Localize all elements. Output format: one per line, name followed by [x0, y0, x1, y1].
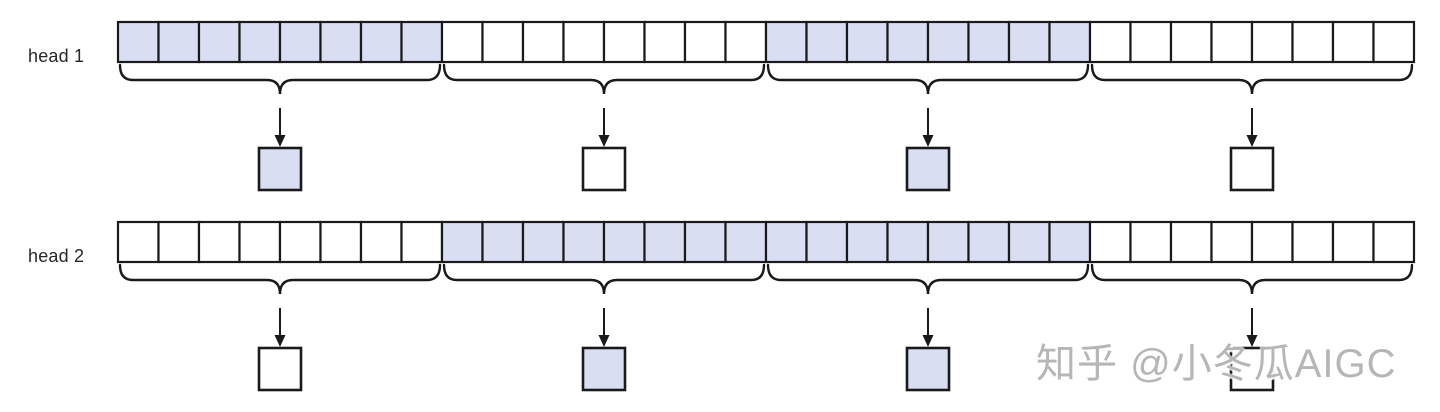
head-2-cell-29-empty — [1250, 220, 1294, 264]
head-2-cell-15-filled — [683, 220, 727, 264]
head-1-output-3-filled — [905, 146, 951, 192]
head-2-cell-14-filled — [643, 220, 687, 264]
head-2-cell-20-filled — [886, 220, 930, 264]
head-1-cell-27-empty — [1169, 20, 1213, 64]
head-2-group-4-arrowhead-icon — [1246, 335, 1258, 347]
head-2-cell-7-empty — [359, 220, 403, 264]
head-1-cell-7-filled — [359, 20, 403, 64]
head-1-cell-2-filled — [157, 20, 201, 64]
head-1-group-3-arrowhead-icon — [922, 135, 934, 147]
head-2-cell-31-empty — [1331, 220, 1375, 264]
head-2-cell-23-filled — [1007, 220, 1051, 264]
head-1-output-1-filled — [257, 146, 303, 192]
head-2-cell-21-filled — [926, 220, 970, 264]
head-1-cell-6-filled — [319, 20, 363, 64]
head-1-cell-15-empty — [683, 20, 727, 64]
head-2-group-2-arrowhead-icon — [598, 335, 610, 347]
head-1-cell-28-empty — [1210, 20, 1254, 64]
head-2-cell-22-filled — [967, 220, 1011, 264]
head-1-group-2-brace — [442, 63, 766, 95]
head-1-cell-13-empty — [602, 20, 646, 64]
head-1-cell-25-empty — [1088, 20, 1132, 64]
head-1-cell-23-filled — [1007, 20, 1051, 64]
head-1-cell-8-filled — [400, 20, 444, 64]
head-1-cell-12-empty — [562, 20, 606, 64]
head-2-output-1-empty — [257, 346, 303, 392]
head-2-cell-16-filled — [724, 220, 768, 264]
head-2-output-3-filled — [905, 346, 951, 392]
head-2-cell-26-empty — [1129, 220, 1173, 264]
head-2-cell-2-empty — [157, 220, 201, 264]
head-2-cell-1-empty — [116, 220, 160, 264]
head-2-output-2-filled — [581, 346, 627, 392]
head-1-cell-1-filled — [116, 20, 160, 64]
head-1-cell-29-empty — [1250, 20, 1294, 64]
head-1-cell-31-empty — [1331, 20, 1375, 64]
head-2-label: head 2 — [28, 246, 85, 266]
head-1-cell-22-filled — [967, 20, 1011, 64]
head-1-output-4-empty — [1229, 146, 1275, 192]
head-2-cell-6-empty — [319, 220, 363, 264]
head-2-cell-8-empty — [400, 220, 444, 264]
head-2-cell-27-empty — [1169, 220, 1213, 264]
head-2-cell-3-empty — [197, 220, 241, 264]
head-2-cell-10-filled — [481, 220, 525, 264]
head-2-group-4-brace — [1090, 263, 1414, 295]
head-1-cell-11-empty — [521, 20, 565, 64]
head-1-cell-20-filled — [886, 20, 930, 64]
head-1-label: head 1 — [28, 46, 85, 66]
head-2-cell-9-filled — [440, 220, 484, 264]
head-2-cell-19-filled — [845, 220, 889, 264]
head-1-cell-24-filled — [1048, 20, 1092, 64]
head-2-cell-28-empty — [1210, 220, 1254, 264]
head-1-cell-10-empty — [481, 20, 525, 64]
head-1-group-1-brace — [118, 63, 442, 95]
head-1-cell-4-filled — [238, 20, 282, 64]
head-1-group-2-arrowhead-icon — [598, 135, 610, 147]
watermark: 知乎 @小冬瓜AIGC — [1036, 342, 1397, 386]
head-1-cell-18-filled — [805, 20, 849, 64]
head-2-group-2-brace — [442, 263, 766, 295]
head-1-row — [116, 20, 1416, 192]
head-2-cell-32-empty — [1372, 220, 1416, 264]
head-2-cell-4-empty — [238, 220, 282, 264]
head-1-group-3-brace — [766, 63, 1090, 95]
head-2-row — [116, 220, 1416, 392]
head-1-group-4-brace — [1090, 63, 1414, 95]
head-1-cell-16-empty — [724, 20, 768, 64]
head-1-cell-17-filled — [764, 20, 808, 64]
head-1-cell-19-filled — [845, 20, 889, 64]
head-2-group-1-arrowhead-icon — [274, 335, 286, 347]
head-1-cell-5-filled — [278, 20, 322, 64]
head-1-cell-3-filled — [197, 20, 241, 64]
head-1-output-2-empty — [581, 146, 627, 192]
head-1-cell-14-empty — [643, 20, 687, 64]
head-2-cell-5-empty — [278, 220, 322, 264]
head-1-cell-30-empty — [1291, 20, 1335, 64]
head-2-group-3-arrowhead-icon — [922, 335, 934, 347]
head-2-cell-25-empty — [1088, 220, 1132, 264]
head-2-group-1-brace — [118, 263, 442, 295]
head-1-group-4-arrowhead-icon — [1246, 135, 1258, 147]
head-1-cell-32-empty — [1372, 20, 1416, 64]
head-1-cell-21-filled — [926, 20, 970, 64]
head-2-cell-17-filled — [764, 220, 808, 264]
head-2-cell-18-filled — [805, 220, 849, 264]
head-2-cell-30-empty — [1291, 220, 1335, 264]
head-2-group-3-brace — [766, 263, 1090, 295]
head-2-cell-13-filled — [602, 220, 646, 264]
head-1-cell-9-empty — [440, 20, 484, 64]
head-2-output-4-empty — [1229, 346, 1275, 392]
head-2-cell-11-filled — [521, 220, 565, 264]
head-2-cell-24-filled — [1048, 220, 1092, 264]
head-2-cell-12-filled — [562, 220, 606, 264]
head-1-group-1-arrowhead-icon — [274, 135, 286, 147]
head-1-cell-26-empty — [1129, 20, 1173, 64]
